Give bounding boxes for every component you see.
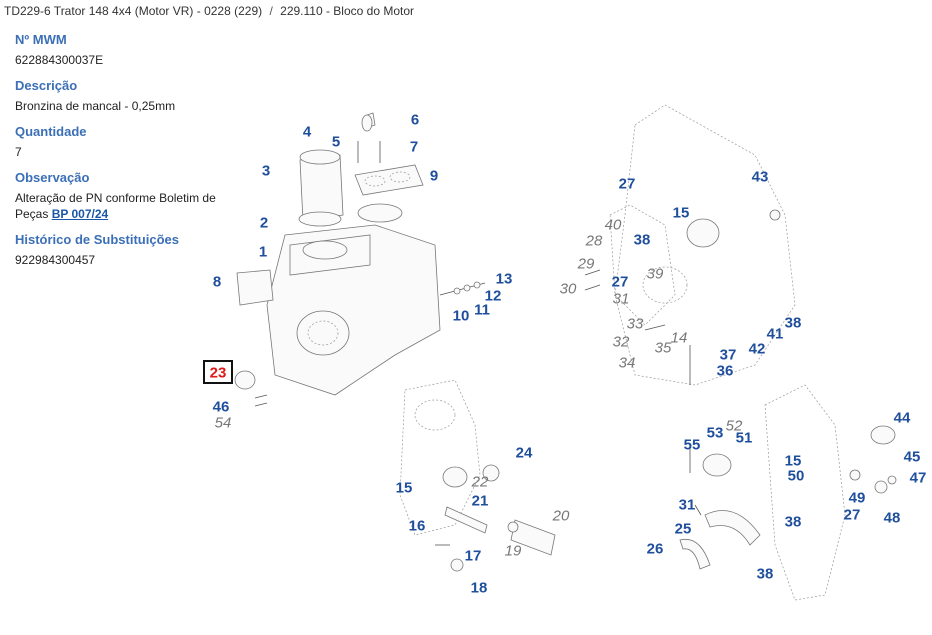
callout-23-selected[interactable]: 23 bbox=[209, 364, 227, 382]
callout-42[interactable]: 42 bbox=[748, 340, 766, 358]
callout-31b[interactable]: 31 bbox=[678, 496, 696, 514]
callout-44[interactable]: 44 bbox=[893, 409, 911, 427]
callout-50[interactable]: 50 bbox=[787, 467, 805, 485]
callout-22[interactable]: 22 bbox=[471, 473, 489, 491]
callout-31[interactable]: 31 bbox=[612, 290, 630, 308]
callout-19[interactable]: 19 bbox=[504, 542, 522, 560]
observation-value: Alteração de PN conforme Boletim de Peça… bbox=[15, 190, 245, 222]
rear-plate-drawing bbox=[679, 384, 897, 601]
callout-10[interactable]: 10 bbox=[452, 307, 470, 325]
callout-49[interactable]: 49 bbox=[848, 489, 866, 507]
description-label: Descrição bbox=[15, 78, 78, 93]
history-label: Histórico de Substituições bbox=[15, 232, 179, 247]
callout-55[interactable]: 55 bbox=[683, 436, 701, 454]
callout-7[interactable]: 7 bbox=[409, 138, 419, 156]
callout-15[interactable]: 15 bbox=[672, 204, 690, 222]
history-field: Histórico de Substituições 922984300457 bbox=[15, 232, 245, 268]
callout-27[interactable]: 27 bbox=[618, 175, 636, 193]
callout-33[interactable]: 33 bbox=[626, 315, 644, 333]
diagram-drawing bbox=[234, 104, 897, 601]
callout-32[interactable]: 32 bbox=[612, 333, 630, 351]
callout-37[interactable]: 37 bbox=[719, 346, 737, 364]
callout-38b[interactable]: 38 bbox=[784, 314, 802, 332]
callout-36[interactable]: 36 bbox=[716, 362, 734, 380]
callout-38[interactable]: 38 bbox=[633, 231, 651, 249]
callout-29[interactable]: 29 bbox=[577, 255, 595, 273]
exploded-diagram: 4 5 6 7 3 9 2 1 8 13 12 11 10 23 46 54 2… bbox=[195, 95, 932, 635]
breadcrumb-item-group[interactable]: 229.110 - Bloco do Motor bbox=[280, 4, 415, 18]
callout-34[interactable]: 34 bbox=[618, 354, 636, 372]
callout-47[interactable]: 47 bbox=[909, 469, 927, 487]
engine-block-drawing bbox=[234, 112, 486, 407]
history-value: 922984300457 bbox=[15, 253, 96, 267]
breadcrumb: TD229-6 Trator 148 4x4 (Motor VR) - 0228… bbox=[4, 4, 414, 18]
quantity-label: Quantidade bbox=[15, 124, 87, 139]
callout-1[interactable]: 1 bbox=[258, 243, 268, 261]
callout-38c[interactable]: 38 bbox=[784, 513, 802, 531]
quantity-value: 7 bbox=[15, 145, 22, 159]
observation-label: Observação bbox=[15, 170, 90, 185]
mwm-number-value: 622884300037E bbox=[15, 53, 104, 67]
callout-46[interactable]: 46 bbox=[212, 398, 230, 416]
observation-text: Alteração de PN conforme Boletim de Peça… bbox=[15, 191, 216, 221]
callout-45[interactable]: 45 bbox=[903, 448, 921, 466]
callout-41[interactable]: 41 bbox=[766, 325, 784, 343]
observation-field: Observação Alteração de PN conforme Bole… bbox=[15, 170, 245, 222]
callout-3[interactable]: 3 bbox=[261, 162, 271, 180]
callout-52[interactable]: 52 bbox=[725, 417, 743, 435]
flywheel-housing-drawing bbox=[584, 104, 796, 386]
callout-27b[interactable]: 27 bbox=[611, 273, 629, 291]
callout-8[interactable]: 8 bbox=[212, 273, 222, 291]
callout-5[interactable]: 5 bbox=[331, 133, 341, 151]
breadcrumb-separator: / bbox=[269, 4, 273, 18]
callout-6[interactable]: 6 bbox=[410, 111, 420, 129]
callout-39[interactable]: 39 bbox=[646, 265, 664, 283]
callout-2[interactable]: 2 bbox=[259, 214, 269, 232]
bulletin-link[interactable]: BP 007/24 bbox=[51, 207, 109, 221]
callout-15c[interactable]: 15 bbox=[784, 452, 802, 470]
callout-51[interactable]: 51 bbox=[735, 429, 753, 447]
callout-9[interactable]: 9 bbox=[429, 167, 439, 185]
callout-26[interactable]: 26 bbox=[646, 540, 664, 558]
quantity-field: Quantidade 7 bbox=[15, 124, 245, 160]
callout-4[interactable]: 4 bbox=[302, 123, 312, 141]
callout-17[interactable]: 17 bbox=[464, 547, 482, 565]
part-info-panel: Nº MWM 622884300037E Descrição Bronzina … bbox=[15, 32, 245, 278]
callout-53[interactable]: 53 bbox=[706, 424, 724, 442]
callout-12[interactable]: 12 bbox=[484, 287, 502, 305]
description-field: Descrição Bronzina de mancal - 0,25mm bbox=[15, 78, 245, 114]
callout-14[interactable]: 14 bbox=[670, 329, 688, 347]
callout-27c[interactable]: 27 bbox=[843, 506, 861, 524]
callout-18[interactable]: 18 bbox=[470, 579, 488, 597]
callout-48[interactable]: 48 bbox=[883, 509, 901, 527]
callout-21[interactable]: 21 bbox=[471, 492, 489, 510]
callout-54[interactable]: 54 bbox=[214, 414, 232, 432]
mwm-number-field: Nº MWM 622884300037E bbox=[15, 32, 245, 68]
callout-35[interactable]: 35 bbox=[654, 339, 672, 357]
front-cover-drawing bbox=[399, 379, 556, 572]
mwm-number-label: Nº MWM bbox=[15, 32, 67, 47]
callout-15b[interactable]: 15 bbox=[395, 479, 413, 497]
callout-30[interactable]: 30 bbox=[559, 280, 577, 298]
callout-43[interactable]: 43 bbox=[751, 168, 769, 186]
breadcrumb-item-model[interactable]: TD229-6 Trator 148 4x4 (Motor VR) - 0228… bbox=[4, 4, 263, 18]
callout-20[interactable]: 20 bbox=[552, 507, 570, 525]
callout-28[interactable]: 28 bbox=[585, 232, 603, 250]
callout-25[interactable]: 25 bbox=[674, 520, 692, 538]
callout-16[interactable]: 16 bbox=[408, 517, 426, 535]
callout-38d[interactable]: 38 bbox=[756, 565, 774, 583]
callout-40[interactable]: 40 bbox=[604, 216, 622, 234]
callout-24[interactable]: 24 bbox=[515, 444, 533, 462]
callout-13[interactable]: 13 bbox=[495, 270, 513, 288]
callout-11[interactable]: 11 bbox=[474, 301, 490, 319]
description-value: Bronzina de mancal - 0,25mm bbox=[15, 99, 176, 113]
